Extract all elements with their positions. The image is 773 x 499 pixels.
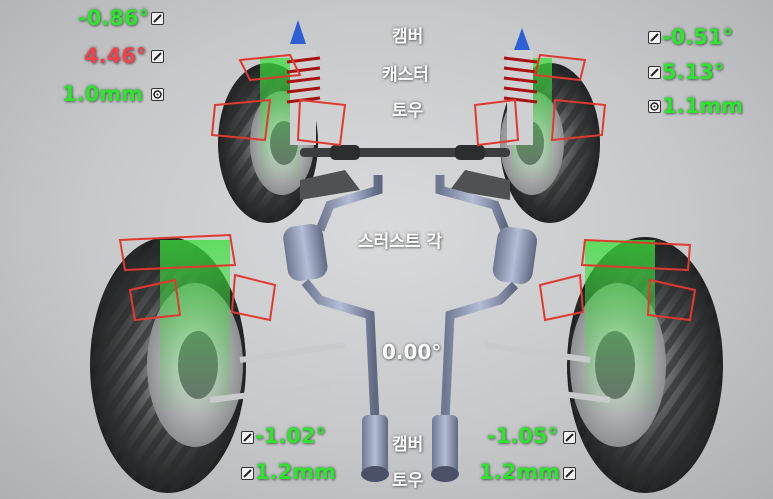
angle-slash-icon <box>648 31 661 44</box>
rear-right-sensor-frame <box>538 238 697 322</box>
rear-left-arms <box>209 342 346 403</box>
front-right-sensor-frame <box>473 53 607 147</box>
angle-slash-icon <box>151 50 164 63</box>
toe-label-bottom: 토우 <box>392 471 424 491</box>
rear-left-camber-value: -1.02° <box>255 424 327 448</box>
front-axle <box>300 145 510 200</box>
front-left-sensor-frame <box>210 53 347 147</box>
angle-slash-icon <box>648 66 661 79</box>
exhaust-system <box>283 175 538 482</box>
angle-slash-icon <box>241 431 254 444</box>
rear-right-camber-value: -1.05° <box>487 424 559 448</box>
caster-label-top: 캐스터 <box>382 65 429 85</box>
front-right-strut <box>503 28 538 145</box>
front-right-camber-value: -0.51° <box>662 25 734 49</box>
camber-label-bottom: 캠버 <box>392 435 424 455</box>
thrust-angle-label: 스러스트 각 <box>358 232 443 252</box>
front-left-caster-value: 4.46° <box>84 44 147 68</box>
toe-label-top: 토우 <box>392 101 424 121</box>
angle-slash-icon <box>563 431 576 444</box>
rear-right-wheel <box>567 237 723 493</box>
rear-left-sensor-frame <box>118 233 277 322</box>
front-right-caster-value: 5.13° <box>662 60 725 84</box>
angle-slash-icon <box>563 467 576 480</box>
rear-left-toe-value: 1.2mm <box>255 460 336 484</box>
rear-right-toe-value: 1.2mm <box>479 460 560 484</box>
camber-label-top: 캠버 <box>392 27 424 47</box>
angle-slash-icon <box>241 467 254 480</box>
thrust-angle-value: 0.00° <box>382 340 442 364</box>
toe-target-icon <box>648 100 661 113</box>
angle-slash-icon <box>151 12 164 25</box>
front-left-toe-value: 1.0mm <box>62 82 143 106</box>
front-left-strut <box>286 20 321 145</box>
rear-left-wheel <box>90 237 246 493</box>
rear-right-arms <box>484 342 611 403</box>
toe-target-icon <box>151 88 164 101</box>
front-left-camber-value: -0.86° <box>78 6 150 30</box>
front-right-toe-value: 1.1mm <box>662 94 743 118</box>
